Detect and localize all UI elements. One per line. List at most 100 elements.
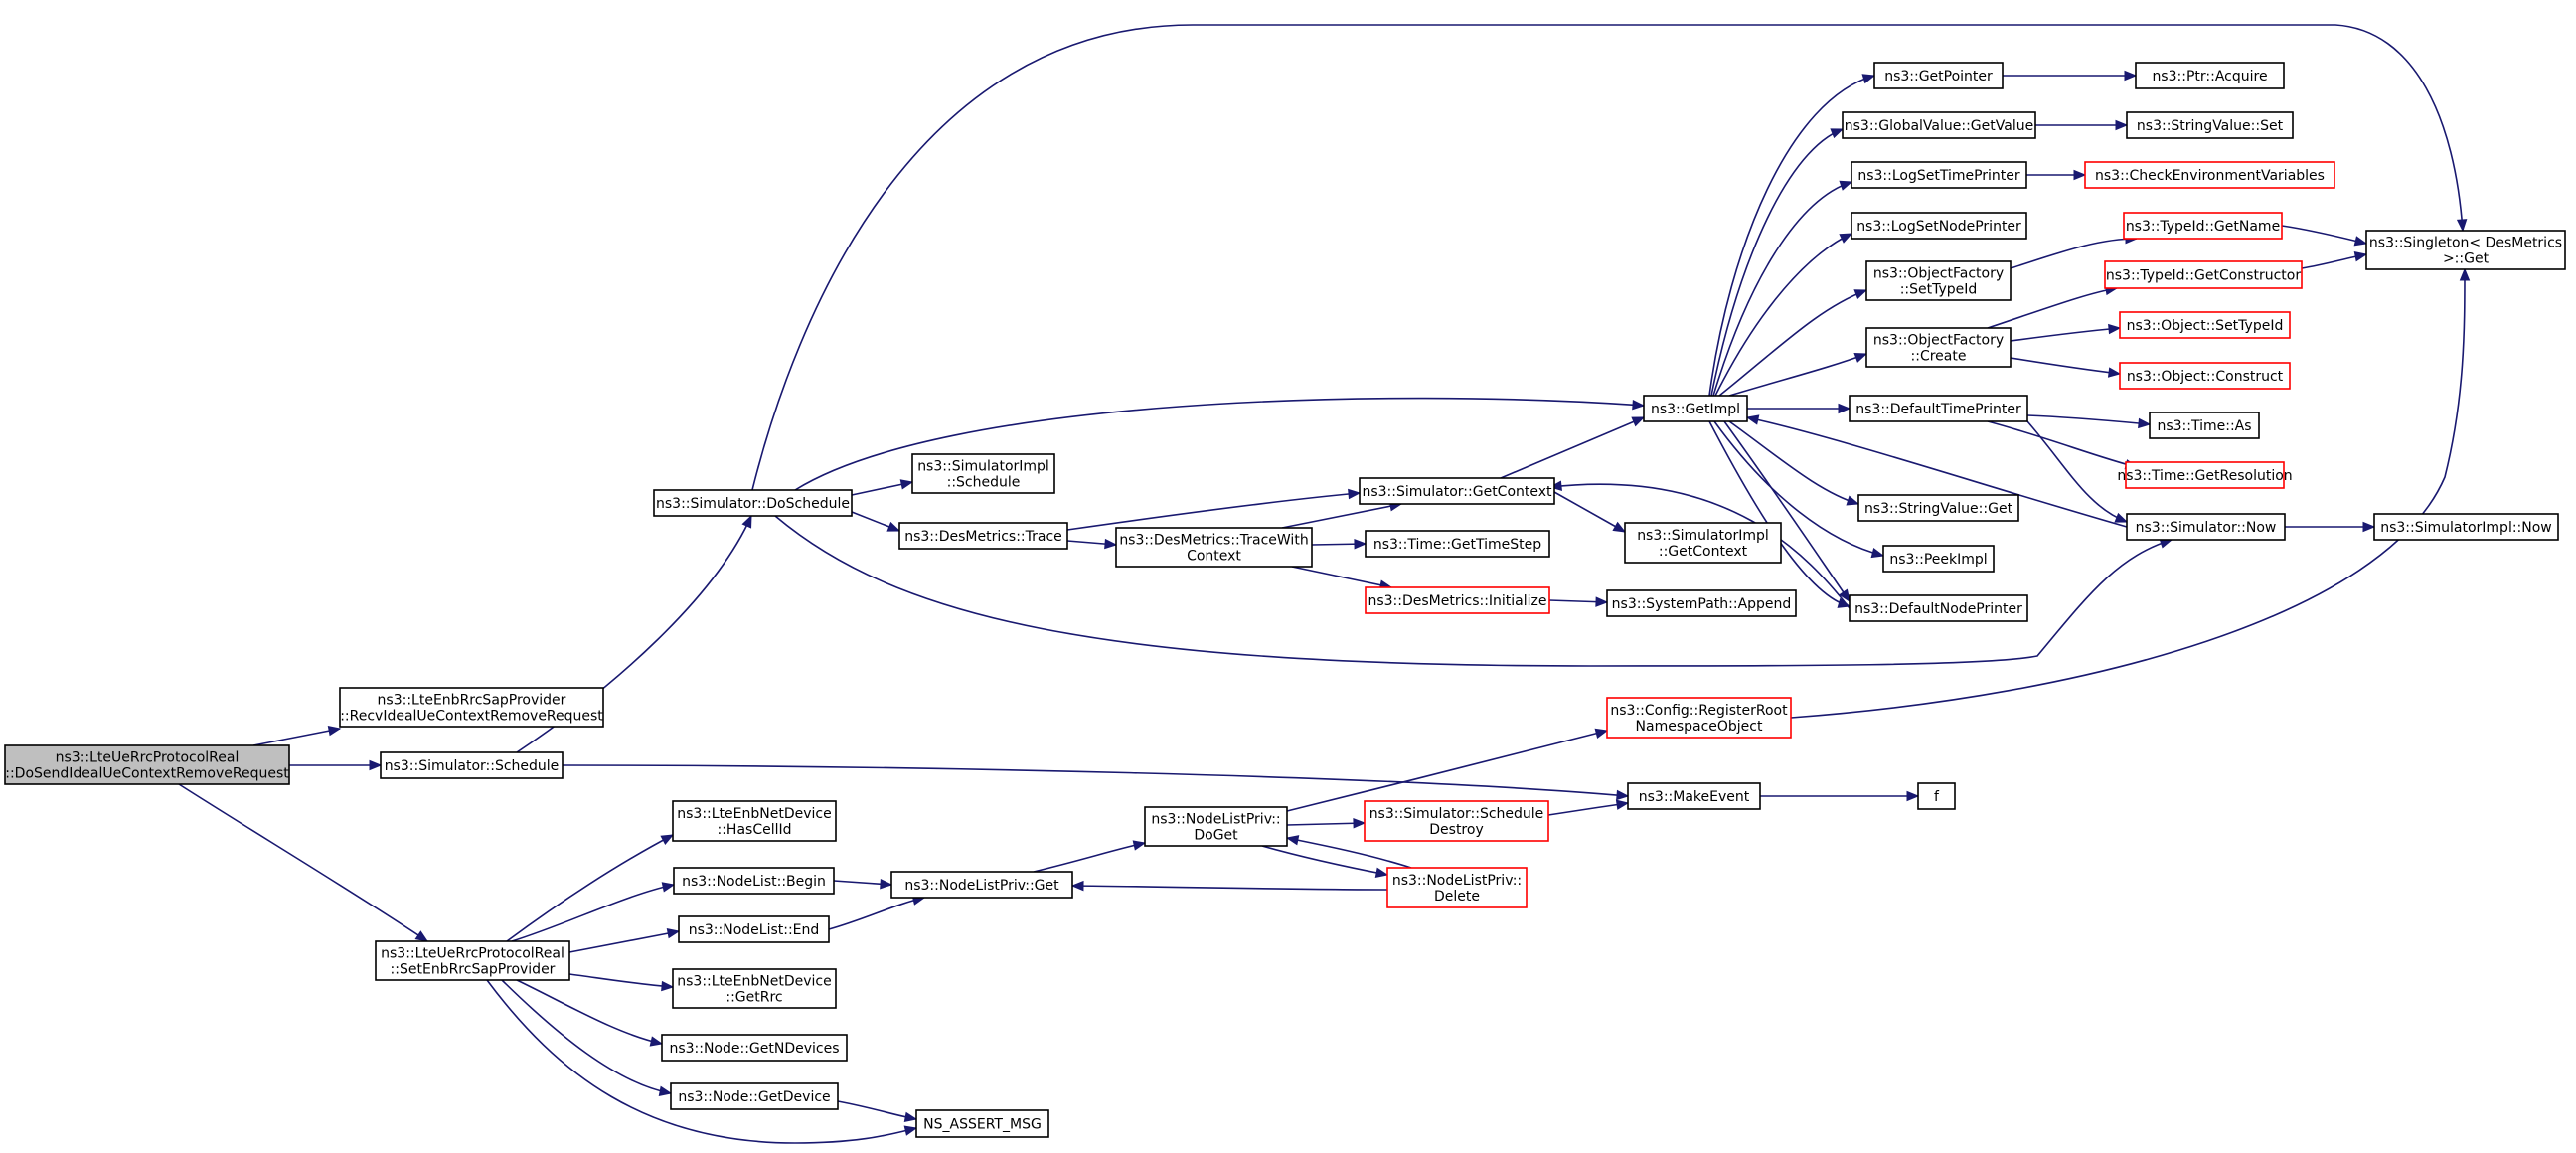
edge-getimpl-to-peekimpl [1713, 420, 1885, 559]
node-box [1386, 867, 1528, 908]
node-nlpget[interactable]: ns3::NodeListPriv::Get [890, 871, 1073, 899]
node-getdevice[interactable]: ns3::Node::GetDevice [670, 1082, 839, 1110]
node-destrace[interactable]: ns3::DesMetrics::Trace [898, 522, 1068, 550]
node-simnow[interactable]: ns3::Simulator::Now [2126, 513, 2286, 541]
node-objsettypeid[interactable]: ns3::Object::SetTypeId [2119, 311, 2291, 339]
edge-line [1286, 822, 1366, 826]
node-nlbegin[interactable]: ns3::NodeList::Begin [673, 867, 835, 895]
node-getrrc[interactable]: ns3::LteEnbNetDevice::GetRrc [672, 968, 837, 1009]
node-nsassert[interactable]: NS_ASSERT_MSG [915, 1109, 1049, 1138]
node-tidgetctor[interactable]: ns3::TypeId::GetConstructor [2104, 260, 2303, 289]
arrow-head-icon [1853, 289, 1868, 300]
arrow-head-icon [1830, 128, 1845, 139]
edge-line [1746, 416, 2128, 528]
edge-tracewith-to-desinit [1291, 566, 1393, 590]
node-implnow[interactable]: ns3::SimulatorImpl::Now [2373, 513, 2559, 541]
node-objconstruct[interactable]: ns3::Object::Construct [2119, 362, 2291, 390]
node-checkenv[interactable]: ns3::CheckEnvironmentVariables [2084, 161, 2335, 189]
edge-setenb-to-getrrc [568, 973, 675, 992]
edge-line [252, 728, 341, 746]
node-box [1917, 782, 1956, 810]
node-box [1144, 806, 1288, 847]
node-label: ns3::DesMetrics::TraceWith [1119, 533, 1308, 549]
node-getndevices[interactable]: ns3::Node::GetNDevices [661, 1034, 848, 1062]
node-setenb[interactable]: ns3::LteUeRrcProtocolReal::SetEnbRrcSapP… [375, 940, 570, 981]
edge-line [568, 930, 680, 953]
node-ptracquire[interactable]: ns3::Ptr::Acquire [2135, 62, 2285, 89]
node-logtime[interactable]: ns3::LogSetTimePrinter [1851, 161, 2027, 189]
node-schedule[interactable]: ns3::Simulator::Schedule [380, 751, 564, 779]
node-gvgetvalue[interactable]: ns3::GlobalValue::GetValue [1842, 111, 2036, 139]
node-label: ::GetRrc [725, 990, 782, 1006]
node-defnode[interactable]: ns3::DefaultNodePrinter [1849, 594, 2028, 622]
node-append[interactable]: ns3::SystemPath::Append [1606, 589, 1797, 617]
node-label: NamespaceObject [1636, 719, 1763, 735]
edge-nlpdoget-to-registerroot [1286, 728, 1609, 812]
arrow-head-icon [1861, 74, 1876, 84]
node-box [672, 968, 837, 1009]
node-deftime[interactable]: ns3::DefaultTimePrinter [1849, 395, 2028, 422]
node-label: ns3::GlobalValue::GetValue [1845, 118, 2033, 134]
arrow-head-icon [1838, 403, 1852, 414]
node-f[interactable]: f [1917, 782, 1956, 810]
node-makeevent[interactable]: ns3::MakeEvent [1627, 782, 1761, 810]
node-getpointer[interactable]: ns3::GetPointer [1873, 62, 2004, 89]
node-peekimpl[interactable]: ns3::PeekImpl [1882, 545, 1995, 573]
edge-getimpl-to-getpointer [1708, 74, 1876, 397]
node-implschedule[interactable]: ns3::SimulatorImpl::Schedule [911, 453, 1055, 494]
node-nlend[interactable]: ns3::NodeList::End [678, 915, 830, 943]
edge-getimpl-to-ofsettypeid [1718, 289, 1868, 397]
node-label: ns3::SimulatorImpl [917, 459, 1049, 475]
edge-root-to-setenb [178, 783, 429, 942]
node-nlpdelete[interactable]: ns3::NodeListPriv::Delete [1386, 867, 1528, 908]
node-label: ns3::NodeListPriv::Get [904, 878, 1059, 894]
node-box [661, 1034, 848, 1062]
node-box [1882, 545, 1995, 573]
node-tidgetname[interactable]: ns3::TypeId::GetName [2123, 212, 2283, 240]
arrow-head-icon [880, 878, 893, 890]
node-label: ns3::Time::GetResolution [2117, 468, 2292, 484]
edge-line [1712, 181, 1852, 397]
edge-line [568, 973, 674, 988]
node-label: ns3::NodeList::End [689, 922, 820, 938]
node-timeres[interactable]: ns3::Time::GetResolution [2117, 461, 2293, 489]
edge-line [1723, 420, 1851, 602]
node-svset[interactable]: ns3::StringValue::Set [2126, 111, 2294, 139]
edge-getimpl-to-ofcreate [1728, 353, 1868, 397]
node-box [1865, 260, 2012, 301]
arrow-head-icon [1846, 495, 1860, 506]
node-svget[interactable]: ns3::StringValue::Get [1857, 494, 2019, 522]
node-recv[interactable]: ns3::LteEnbRrcSapProvider::RecvIdealUeCo… [339, 687, 604, 728]
node-implgetcontext[interactable]: ns3::SimulatorImpl::GetContext [1624, 522, 1782, 564]
node-nlpdoget[interactable]: ns3::NodeListPriv::DoGet [1144, 806, 1288, 847]
node-label: ns3::LteUeRrcProtocolReal [381, 946, 564, 962]
node-getcontext[interactable]: ns3::Simulator::GetContext [1359, 477, 1555, 505]
arrow-head-icon [1595, 596, 1609, 607]
edge-registerroot-to-singleton [1790, 267, 2471, 719]
edge-desinit-to-append [1548, 596, 1609, 607]
edge-line [1728, 420, 1859, 505]
node-root[interactable]: ns3::LteUeRrcProtocolReal::DoSendIdealUe… [4, 744, 290, 785]
node-getimpl[interactable]: ns3::GetImpl [1643, 395, 1748, 422]
node-ofsettypeid[interactable]: ns3::ObjectFactory::SetTypeId [1865, 260, 2012, 301]
node-ofcreate[interactable]: ns3::ObjectFactory::Create [1865, 327, 2012, 368]
edge-root-to-schedule [289, 759, 383, 771]
node-label: >::Get [2443, 251, 2490, 267]
node-desinit[interactable]: ns3::DesMetrics::Initialize [1365, 586, 1550, 614]
node-box [2135, 62, 2285, 89]
node-timeas[interactable]: ns3::Time::As [2149, 412, 2260, 439]
node-doschedule[interactable]: ns3::Simulator::DoSchedule [653, 489, 853, 517]
node-label: ::SetEnbRrcSapProvider [391, 962, 556, 978]
node-box [4, 744, 290, 785]
node-hascellid[interactable]: ns3::LteEnbNetDevice::HasCellId [672, 800, 837, 842]
node-lognode[interactable]: ns3::LogSetNodePrinter [1851, 212, 2027, 240]
node-label: ns3::ObjectFactory [1873, 333, 2004, 349]
node-singleton[interactable]: ns3::Singleton< DesMetrics >::Get [2365, 230, 2566, 270]
node-gettimestep[interactable]: ns3::Time::GetTimeStep [1365, 530, 1550, 558]
edge-nlpdelete-to-nlpget [1070, 880, 1388, 892]
arrow-head-icon [414, 930, 429, 942]
